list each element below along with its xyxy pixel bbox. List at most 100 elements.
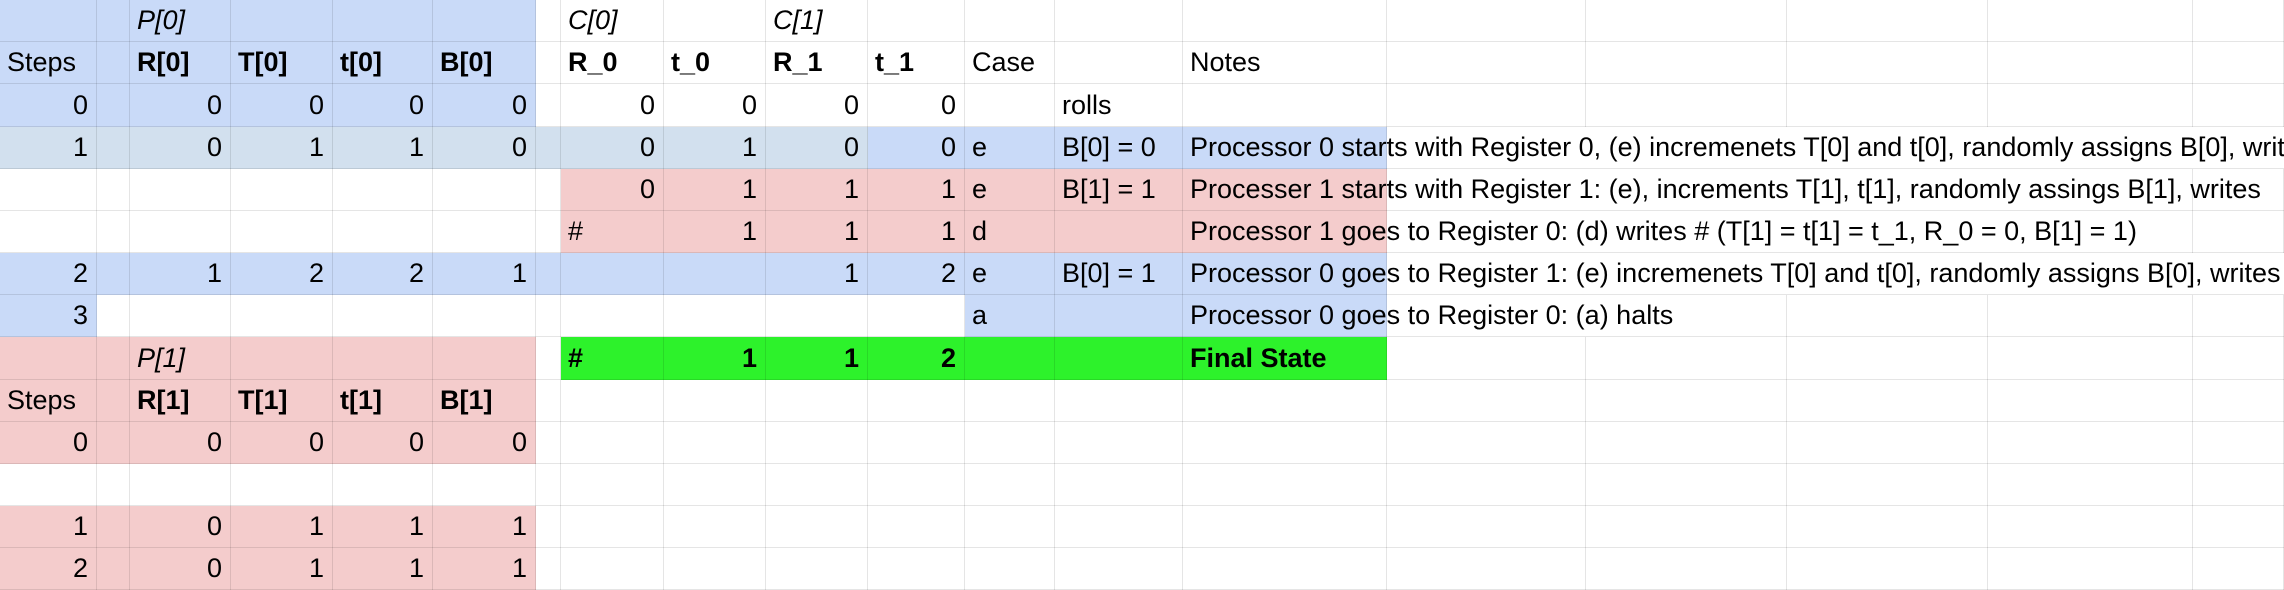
cell-r8c7[interactable] bbox=[561, 295, 664, 337]
t_1-header[interactable]: t_1 bbox=[868, 42, 965, 84]
cell-r12c4[interactable] bbox=[333, 464, 433, 506]
cell-r13c7[interactable] bbox=[561, 506, 664, 548]
cell-r9c17[interactable] bbox=[1988, 337, 2193, 380]
cell-r1c16[interactable] bbox=[1787, 0, 1988, 42]
cell-r10c10[interactable] bbox=[868, 380, 965, 422]
cell-r7c8[interactable] bbox=[664, 253, 766, 295]
cell-r1c10[interactable] bbox=[868, 0, 965, 42]
cell-r10c6[interactable] bbox=[536, 380, 561, 422]
cell-r6c0[interactable] bbox=[0, 211, 97, 253]
steps-header-p1[interactable]: Steps bbox=[0, 380, 97, 422]
cell-r1c8[interactable] bbox=[664, 0, 766, 42]
cell-r11c10[interactable] bbox=[868, 422, 965, 464]
cell-r3c6[interactable] bbox=[536, 84, 561, 127]
T1-header[interactable]: T[1] bbox=[231, 380, 333, 422]
notes-header[interactable]: Notes bbox=[1183, 42, 1387, 84]
note-step2-p0[interactable]: Processor 0 goes to Register 1: (e) incr… bbox=[1183, 253, 2280, 295]
cell-r2c1[interactable] bbox=[97, 42, 130, 84]
cell-r11c4[interactable]: 0 bbox=[333, 422, 433, 464]
cell-r11c1[interactable] bbox=[97, 422, 130, 464]
cell-r4c8[interactable]: 1 bbox=[664, 127, 766, 169]
cell-r14c7[interactable] bbox=[561, 548, 664, 590]
cell-r14c4[interactable]: 1 bbox=[333, 548, 433, 590]
cell-r5c14[interactable] bbox=[1387, 169, 2193, 211]
cell-r13c9[interactable] bbox=[766, 506, 868, 548]
cell-r2c17[interactable] bbox=[1988, 42, 2193, 84]
cell-r13c12[interactable] bbox=[1055, 506, 1183, 548]
cell-r8c14[interactable] bbox=[1387, 295, 1787, 337]
cell-r10c15[interactable] bbox=[1586, 380, 1787, 422]
cell-r12c7[interactable] bbox=[561, 464, 664, 506]
t0-header[interactable]: t[0] bbox=[333, 42, 433, 84]
cell-r1c3[interactable] bbox=[231, 0, 333, 42]
cell-r13c2[interactable]: 0 bbox=[130, 506, 231, 548]
cell-r5c8[interactable]: 1 bbox=[664, 169, 766, 211]
cell-r11c17[interactable] bbox=[1988, 422, 2193, 464]
cell-r3c10[interactable]: 0 bbox=[868, 84, 965, 127]
cell-r6c8[interactable]: 1 bbox=[664, 211, 766, 253]
cell-r6c5[interactable] bbox=[433, 211, 536, 253]
final-R_1[interactable]: 1 bbox=[766, 337, 868, 380]
cell-r12c1[interactable] bbox=[97, 464, 130, 506]
cell-r9c16[interactable] bbox=[1787, 337, 1988, 380]
cell-r3c18[interactable] bbox=[2193, 84, 2284, 127]
cell-r12c8[interactable] bbox=[664, 464, 766, 506]
cell-r9c15[interactable] bbox=[1586, 337, 1787, 380]
cell-r3c16[interactable] bbox=[1787, 84, 1988, 127]
cell-r12c13[interactable] bbox=[1183, 464, 1387, 506]
cell-r14c8[interactable] bbox=[664, 548, 766, 590]
cell-r13c4[interactable]: 1 bbox=[333, 506, 433, 548]
cell-r13c10[interactable] bbox=[868, 506, 965, 548]
cell-r2c15[interactable] bbox=[1586, 42, 1787, 84]
case-p1-start[interactable]: e bbox=[965, 169, 1055, 211]
cell-r1c17[interactable] bbox=[1988, 0, 2193, 42]
cell-r8c4[interactable] bbox=[333, 295, 433, 337]
cell-r12c9[interactable] bbox=[766, 464, 868, 506]
R_1-header[interactable]: R_1 bbox=[766, 42, 868, 84]
cell-r14c9[interactable] bbox=[766, 548, 868, 590]
cell-r5c2[interactable] bbox=[130, 169, 231, 211]
cell-r6c2[interactable] bbox=[130, 211, 231, 253]
cell-r11c7[interactable] bbox=[561, 422, 664, 464]
cell-r3c9[interactable]: 0 bbox=[766, 84, 868, 127]
cell-r13c3[interactable]: 1 bbox=[231, 506, 333, 548]
cell-r10c11[interactable] bbox=[965, 380, 1055, 422]
note-step3-halt[interactable]: Processor 0 goes to Register 0: (a) halt… bbox=[1183, 295, 1673, 337]
cell-r4c3[interactable]: 1 bbox=[231, 127, 333, 169]
cell-r1c6[interactable] bbox=[536, 0, 561, 42]
cell-r14c11[interactable] bbox=[965, 548, 1055, 590]
cell-r9c0[interactable] bbox=[0, 337, 97, 380]
cell-r10c16[interactable] bbox=[1787, 380, 1988, 422]
cell-r9c14[interactable] bbox=[1387, 337, 1586, 380]
cell-r3c13[interactable] bbox=[1183, 84, 1387, 127]
cell-r10c9[interactable] bbox=[766, 380, 868, 422]
p1-table-title[interactable]: P[1] bbox=[130, 337, 231, 380]
cell-r12c2[interactable] bbox=[130, 464, 231, 506]
cell-r9c1[interactable] bbox=[97, 337, 130, 380]
cell-r8c12[interactable] bbox=[1055, 295, 1183, 337]
note-p1-writes[interactable]: Processor 1 goes to Register 0: (d) writ… bbox=[1183, 211, 2137, 253]
cell-r4c6[interactable] bbox=[536, 127, 561, 169]
note-step1-p0[interactable]: Processor 0 starts with Register 0, (e) … bbox=[1183, 127, 2284, 169]
cell-r8c9[interactable] bbox=[766, 295, 868, 337]
cell-r12c3[interactable] bbox=[231, 464, 333, 506]
cell-r2c16[interactable] bbox=[1787, 42, 1988, 84]
cell-r9c11[interactable] bbox=[965, 337, 1055, 380]
cell-r12c18[interactable] bbox=[2193, 464, 2284, 506]
cell-r12c16[interactable] bbox=[1787, 464, 1988, 506]
cell-r3c4[interactable]: 0 bbox=[333, 84, 433, 127]
cell-r10c18[interactable] bbox=[2193, 380, 2284, 422]
cell-r1c11[interactable] bbox=[965, 0, 1055, 42]
cell-r1c13[interactable] bbox=[1183, 0, 1387, 42]
cell-r8c0[interactable]: 3 bbox=[0, 295, 97, 337]
cell-r1c5[interactable] bbox=[433, 0, 536, 42]
T0-header[interactable]: T[0] bbox=[231, 42, 333, 84]
cell-r13c18[interactable] bbox=[2193, 506, 2284, 548]
cell-r10c7[interactable] bbox=[561, 380, 664, 422]
cell-r12c0[interactable] bbox=[0, 464, 97, 506]
case-step3[interactable]: a bbox=[965, 295, 1055, 337]
final-state-label[interactable]: Final State bbox=[1183, 337, 1387, 380]
cell-r4c7[interactable]: 0 bbox=[561, 127, 664, 169]
cell-r8c8[interactable] bbox=[664, 295, 766, 337]
cell-r9c4[interactable] bbox=[333, 337, 433, 380]
